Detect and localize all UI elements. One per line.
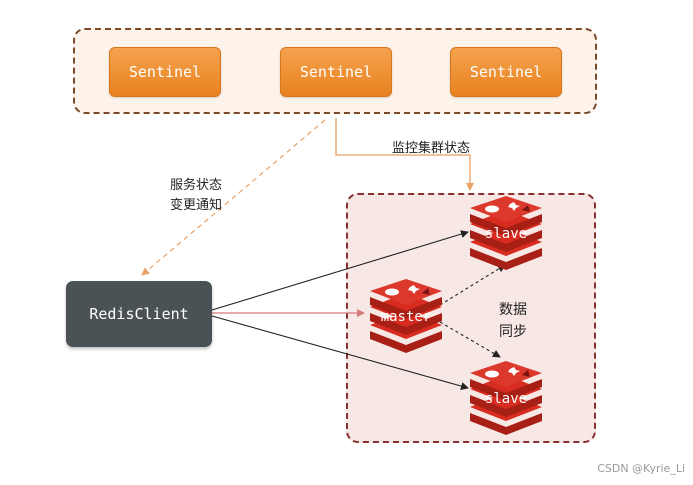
notify-label: 服务状态 变更通知 [170, 176, 222, 216]
sentinel-node-2: Sentinel [280, 47, 392, 97]
watermark: CSDN @Kyrie_Li [597, 462, 685, 475]
slave-bottom-label: slave [484, 391, 528, 407]
master-node: master [366, 279, 446, 353]
redis-logo-icon [470, 196, 542, 270]
notify-label-line-1: 服务状态 [170, 178, 223, 193]
redis-logo-icon [470, 361, 542, 435]
master-label: master [380, 309, 432, 325]
slave-top-label: slave [484, 226, 528, 242]
monitor-connector [335, 118, 474, 191]
client-to-slave-top-arrow [211, 230, 469, 311]
master-to-slave-bottom-sync [439, 321, 501, 358]
slave-node-top: slave [466, 196, 546, 270]
sync-label-line-1: 数据 [499, 302, 527, 318]
sentinel-node-3: Sentinel [450, 47, 562, 97]
sync-label-line-2: 同步 [499, 324, 527, 340]
master-to-slave-top-sync [439, 264, 506, 306]
sentinel-node-1: Sentinel [109, 47, 221, 97]
redis-client-node: RedisClient [66, 281, 212, 347]
client-to-slave-bottom-arrow [211, 315, 469, 390]
monitor-label: 监控集群状态 [392, 141, 471, 156]
sync-label: 数据 同步 [499, 299, 527, 343]
notify-connector [141, 119, 326, 276]
slave-node-bottom: slave [466, 361, 546, 435]
redis-logo-icon [370, 279, 442, 353]
notify-label-line-2: 变更通知 [170, 198, 223, 213]
